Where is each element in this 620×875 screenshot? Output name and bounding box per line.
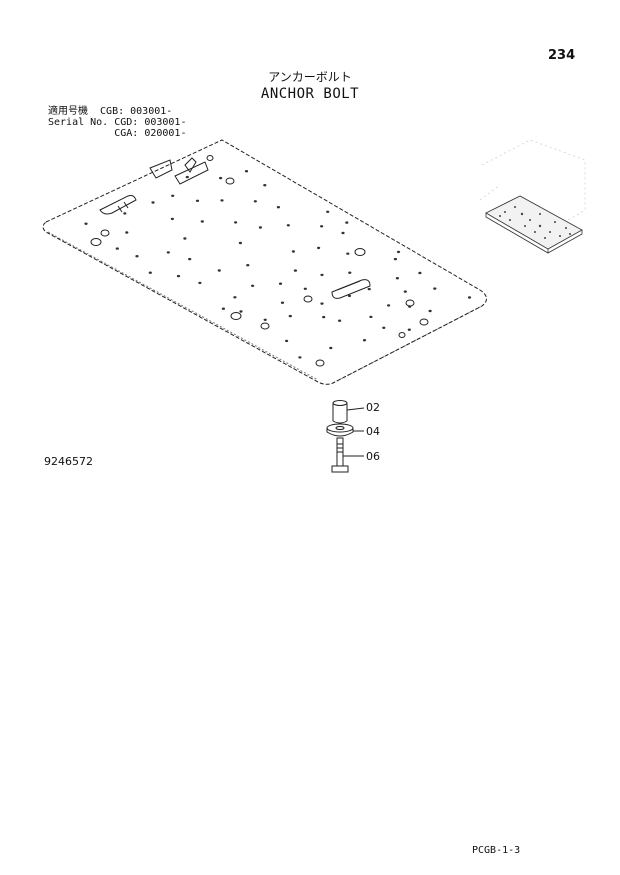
part-callout-04: 04	[366, 425, 380, 438]
part-callout-06: 06	[366, 450, 380, 463]
plate-hole	[345, 221, 349, 224]
plate-hole	[221, 307, 225, 310]
serial-info-line-2: Serial No. CGD: 003001-	[48, 117, 187, 128]
plate-hole	[280, 301, 285, 304]
plate-hole	[418, 271, 422, 275]
plate-holes	[84, 170, 472, 359]
plate-hole	[276, 206, 280, 209]
drawing-number: 9246572	[44, 455, 93, 468]
plate-hole	[123, 212, 127, 215]
plate-hole	[320, 273, 324, 277]
plate-hole	[220, 199, 224, 202]
plate-hole	[346, 252, 350, 255]
plate-hole	[246, 264, 250, 267]
plate-hole	[258, 226, 262, 229]
plate-hole	[387, 304, 391, 307]
plate-hole	[285, 339, 289, 343]
plate-hole	[320, 225, 324, 228]
plate-hole	[362, 339, 367, 342]
plate-hole	[263, 184, 267, 187]
plate-hole	[263, 318, 267, 321]
plate-hole	[251, 284, 255, 287]
plate-hole	[467, 296, 472, 299]
plate-hole	[303, 287, 307, 290]
machine-overview-thumbnail	[479, 139, 586, 254]
serial-info-line-3: CGA: 020001-	[48, 128, 187, 139]
plate-hole	[278, 282, 283, 285]
plate-hole	[185, 175, 189, 179]
plate-hole	[170, 217, 174, 221]
plate-hole	[338, 319, 342, 322]
plate-hole	[219, 176, 223, 180]
plate-hole	[348, 271, 352, 274]
plate-hole	[217, 269, 221, 272]
plate-hole	[341, 231, 345, 235]
plate-hole	[176, 274, 181, 278]
plate-hole	[238, 241, 242, 245]
plate-hole	[369, 315, 373, 319]
plate-hole	[125, 231, 129, 234]
part-02-collar	[332, 400, 365, 424]
plate-hole	[382, 326, 386, 329]
plate-hole	[291, 250, 295, 253]
plate-hole	[347, 294, 352, 298]
plate-hole	[200, 220, 204, 223]
plate-hole	[433, 287, 437, 290]
plate-hole	[428, 309, 432, 313]
plate-hole	[253, 200, 257, 203]
plate-hole	[326, 210, 330, 213]
plate-hole	[84, 222, 88, 225]
plate-hole	[188, 257, 192, 261]
plate-hole	[115, 247, 119, 250]
serial-info-line-1: 適用号機 CGB: 003001-	[48, 106, 173, 117]
base-plate-drawing	[42, 139, 487, 385]
plate-hole	[329, 346, 333, 350]
plate-hole	[183, 237, 187, 240]
plate-hole	[244, 170, 249, 173]
plate-hole	[286, 224, 290, 227]
plate-hole	[403, 290, 407, 293]
plate-hole	[239, 310, 243, 313]
plate-hole	[171, 194, 175, 197]
plate-hole	[148, 271, 152, 274]
part-04-washer	[326, 423, 364, 437]
plate-hole	[288, 314, 292, 318]
plate-hole	[407, 328, 411, 331]
plate-hole	[135, 255, 139, 258]
part-callout-02: 02	[366, 401, 380, 414]
plate-hole	[198, 281, 202, 285]
part-06-bolt	[331, 437, 364, 473]
plate-hole	[293, 269, 297, 272]
plate-hole	[151, 201, 155, 204]
plate-hole	[320, 302, 324, 305]
plate-hole	[395, 277, 399, 280]
plate-hole	[195, 199, 200, 202]
plate-hole	[322, 315, 326, 319]
page-number: 234	[548, 48, 576, 63]
plate-hole	[396, 250, 401, 254]
plate-hole	[166, 251, 170, 254]
plate-hole	[393, 257, 397, 261]
plate-hole	[317, 246, 321, 250]
footer-code: PCGB-1-3	[472, 845, 521, 856]
plate-hole	[233, 296, 237, 299]
plate-hole	[234, 221, 238, 224]
plate-slots	[99, 157, 371, 299]
plate-large-holes	[90, 155, 429, 367]
plate-hole	[298, 356, 302, 359]
title-english: ANCHOR BOLT	[260, 86, 360, 102]
title-japanese: アンカーボルト	[268, 70, 352, 84]
plate-hole	[367, 287, 371, 291]
